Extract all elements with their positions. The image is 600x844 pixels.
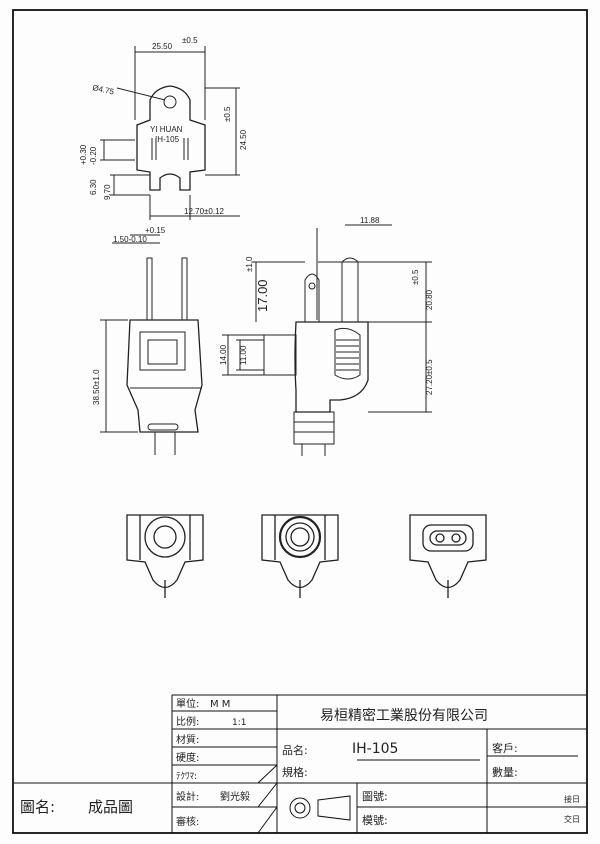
receive-label: 接日 (564, 794, 580, 804)
drawing-name-value: 成品圖 (88, 798, 133, 816)
dim-030: +0.30 (79, 144, 88, 165)
end-view-3 (409, 514, 487, 598)
side-dim-1400: 14.00 (219, 344, 228, 365)
scale-label: 比例: (176, 715, 199, 728)
profile-tip-tol: ±0.5 (411, 269, 420, 285)
material-label: 材質: (176, 733, 199, 746)
sheet-border (12, 9, 588, 834)
top-view (100, 46, 240, 220)
top-width-dim: 25.50 (152, 42, 173, 51)
hole-dim: Ø4.75 (92, 83, 116, 96)
profile-tip-dim: 20.80 (425, 289, 434, 310)
body-dim: 38.50±1.0 (92, 369, 101, 405)
side-view (100, 234, 203, 455)
spec-label: 規格: (282, 765, 308, 779)
technique-label: ﾃｸﾜﾏ: (176, 771, 197, 782)
pin-tol: +0.15 (145, 226, 166, 235)
dim-630: 6.30 (89, 179, 98, 195)
profile-pin-dim: 17.00 (255, 279, 270, 312)
unit-label: 單位: (176, 697, 199, 710)
unit-value: M M (210, 699, 230, 710)
company-name: 易桓精密工業股份有限公司 (320, 707, 488, 724)
product-value: IH-105 (352, 741, 398, 757)
deliver-label: 交日 (564, 814, 580, 824)
profile-pin-tol: ±1.0 (245, 256, 254, 272)
scale-value: 1:1 (232, 718, 246, 728)
dim-970: 9.70 (103, 184, 112, 200)
height-tol: ±0.5 (223, 106, 232, 122)
mold-no-label: 模號: (362, 814, 388, 827)
product-label: 品名: (282, 743, 308, 757)
hardness-label: 硬度: (176, 751, 199, 764)
end-view-2 (261, 514, 339, 598)
end-view-1 (126, 514, 204, 598)
profile-body-dim: 27.20±0.5 (425, 359, 434, 395)
plug-label-line2: IH-105 (155, 135, 180, 144)
design-label: 設計: (176, 790, 199, 803)
top-width-tol: ±0.5 (182, 36, 198, 45)
drawing-name-label: 圖名: (20, 798, 55, 816)
drawing-no-label: 圖號: (362, 790, 388, 803)
review-label: 審核: (176, 815, 199, 828)
pin-dim: 1.50-0.10 (113, 235, 147, 244)
height-dim: 24.50 (239, 129, 248, 150)
customer-label: 客戶: (492, 741, 518, 755)
title-block (13, 694, 587, 834)
quantity-label: 數量: (492, 766, 518, 779)
profile-dim-1188: 11.88 (360, 216, 380, 225)
bottom-dim: 12.70±0.12 (184, 207, 225, 216)
plug-label-line1: YI HUAN (150, 125, 183, 134)
designer-name: 劉光毅 (220, 790, 250, 803)
dim-020: -0.20 (89, 146, 98, 165)
profile-view (222, 224, 432, 456)
side-dim-1100: 11.00 (239, 345, 248, 365)
